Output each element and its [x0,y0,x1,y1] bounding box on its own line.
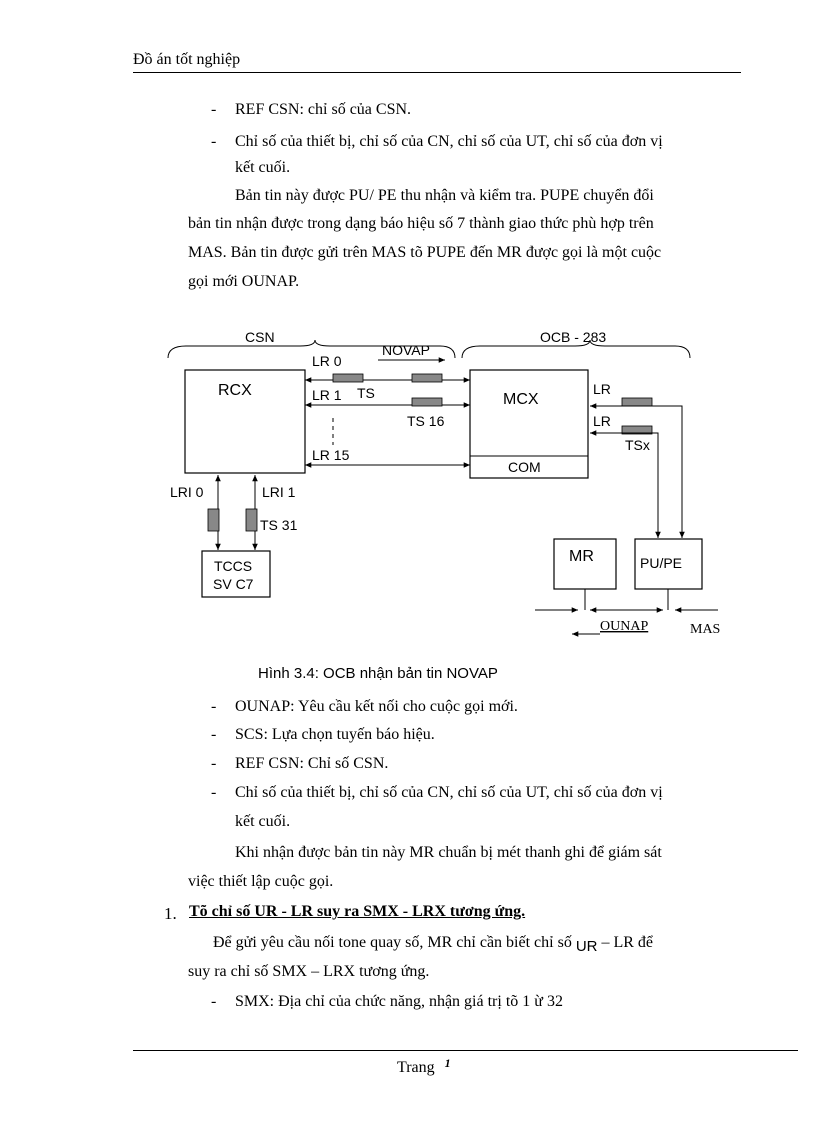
para2-line1: Khi nhận được bản tin này MR chuẩn bị mé… [235,844,662,861]
mr-label: MR [569,548,594,565]
header-rule [133,72,741,73]
footer-rule [133,1050,798,1051]
para3-line1: Để gửi yêu cầu nối tone quay số, MR chỉ … [213,933,654,955]
lr0-label: LR 0 [312,353,342,369]
bullet-dash: - [211,101,217,118]
lr-b-label: LR [593,413,611,429]
tccs-label: TCCS [214,558,252,574]
section-title: Tõ chỉ số UR - LR suy ra SMX - LRX tương… [189,903,526,920]
lri1-label: LRI 1 [262,484,296,500]
section-number: 1. [164,904,177,923]
ts31-label: TS 31 [260,517,298,533]
time-slot-block [332,373,364,383]
mcx-label: MCX [503,391,539,408]
bullet-device-index-2-line1: Chỉ số của thiết bị, chỉ số của CN, chỉ … [235,784,663,801]
tccs-box [201,550,271,598]
bullet-device-index-2-line2: kết cuối. [235,813,291,830]
time-slot-block [411,373,443,383]
mr-box [553,538,617,590]
para1-line2: bản tin nhận được trong dạng báo hiệu số… [188,215,654,232]
ounap-label: OUNAP [600,619,648,634]
time-slot-block [411,397,443,407]
rcx-box [184,369,306,474]
bullet-dash: - [211,755,217,772]
csn-label: CSN [245,329,275,345]
para3-line1-ur: UR [575,938,598,955]
figure-caption: Hình 3.4: OCB nhận bản tin NOVAP [258,665,498,682]
csn-brace [167,339,456,359]
time-slot-block [621,397,653,407]
lr15-label: LR 15 [312,447,350,463]
lr1-label: LR 1 [312,387,342,403]
bullet-dash: - [211,133,217,150]
mcx-pupe-link-outer [590,403,685,538]
pupe-label: PU/PE [640,555,682,571]
bullet-ref-csn: REF CSN: chỉ số của CSN. [235,101,412,118]
bullet-dash: - [211,784,217,801]
bullet-ounap: OUNAP: Yêu cầu kết nối cho cuộc gọi mới. [235,698,518,715]
mcx-pupe-link-inner [590,430,661,538]
bullet-dash: - [211,726,217,743]
mas-label: MAS [690,622,720,637]
para1-line4: gọi mới OUNAP. [188,273,300,290]
mcx-box [469,369,589,479]
bullet-smx: SMX: Địa chỉ của chức năng, nhận giá trị… [235,993,563,1010]
para2-line2: việc thiết lập cuộc gọi. [188,873,334,890]
footer-page-label: Trang 1 [397,1056,451,1078]
para1-line3: MAS. Bản tin được gửi trên MAS tõ PUPE đ… [188,244,662,261]
para1-line1: Bản tin này được PU/ PE thu nhận và kiểm… [235,187,654,204]
bullet-device-index-line1: Chỉ số của thiết bị, chỉ số của CN, chỉ … [235,133,663,150]
time-slot-block [207,508,220,532]
svc7-label: SV C7 [213,576,254,592]
header-title: Đồ án tốt nghiệp [133,51,241,68]
tsx-label: TSx [625,437,650,453]
rcx-label: RCX [218,382,252,399]
bullet-dash: - [211,698,217,715]
para3-line1-c: – LR để [601,934,654,951]
footer-page-number: 1 [444,1056,451,1070]
ocb-brace [461,339,691,359]
para3-line2: suy ra chỉ số SMX – LRX tương ứng. [188,963,430,980]
ts-label: TS [357,385,375,401]
pupe-box [634,538,703,590]
para3-line1-a: Để gửi yêu cầu nối tone quay số, MR chỉ … [213,934,572,951]
time-slot-block [245,508,258,532]
lri0-label: LRI 0 [170,484,204,500]
ocb-label: OCB - 283 [540,329,606,345]
bullet-dash: - [211,993,217,1010]
bullet-ref-csn-2: REF CSN: Chỉ số CSN. [235,755,389,772]
ts16-label: TS 16 [407,413,445,429]
com-label: COM [508,459,541,475]
footer-label: Trang [397,1059,435,1076]
lr-a-label: LR [593,381,611,397]
bullet-scs: SCS: Lựa chọn tuyến báo hiệu. [235,726,435,743]
bullet-device-index-line2: kết cuối. [235,159,291,176]
novap-label: NOVAP [382,342,430,358]
